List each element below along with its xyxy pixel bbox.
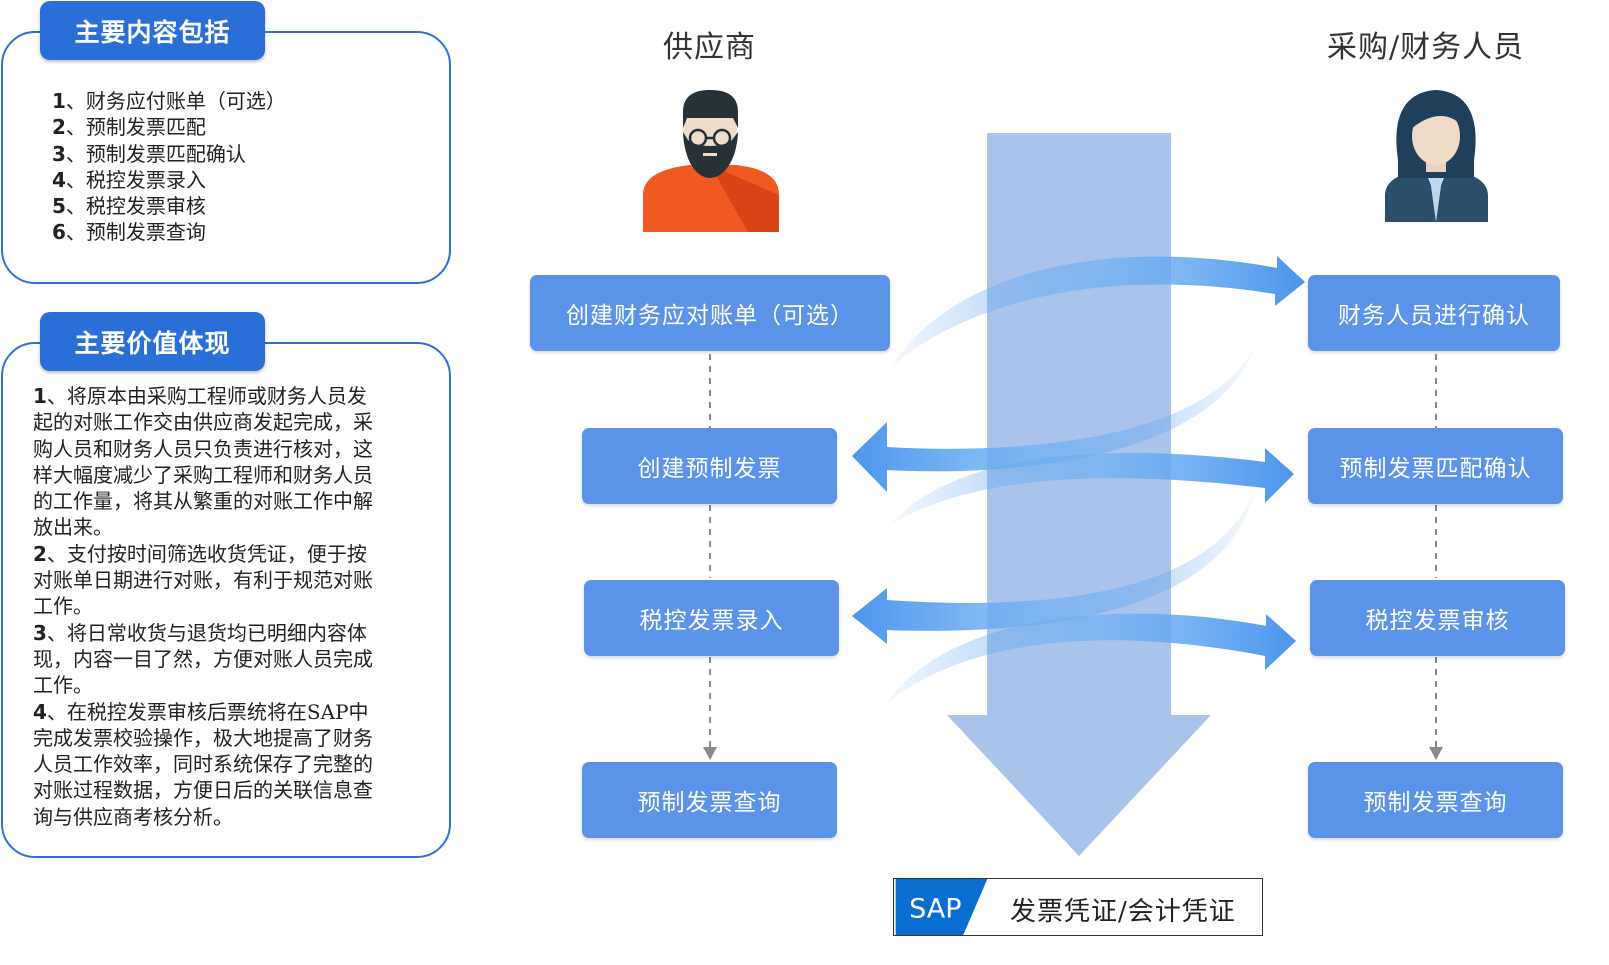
main-content-list: 1、财务应付账单（可选） 2、预制发票匹配 3、预制发票匹配确认 4、税控发票录…: [52, 88, 286, 246]
buyer-role-label: 采购/财务人员: [1327, 30, 1525, 65]
value-line: 4、在税控发票审核后票统将在SAP中: [33, 699, 369, 724]
value-line: 样大幅度减少了采购工程师和财务人员: [33, 462, 373, 487]
bearded-man-avatar-icon: [643, 90, 779, 232]
main-value-panel: [1, 342, 451, 858]
main-value-text: 1、将原本由采购工程师或财务人员发 起的对账工作交由供应商发起完成，采 购人员和…: [33, 383, 429, 830]
buyer-arrowhead: [1429, 747, 1443, 760]
buyer-step-match-confirm[interactable]: 预制发票匹配确认: [1308, 428, 1563, 504]
main-content-title: 主要内容包括: [40, 1, 265, 60]
main-value-title: 主要价值体现: [40, 312, 265, 371]
svg-text:SAP: SAP: [909, 894, 961, 925]
sap-logo: SAP: [895, 879, 988, 935]
value-line: 1、将原本由采购工程师或财务人员发: [33, 384, 367, 408]
swoosh-arrow-to-audit: [885, 613, 1296, 705]
value-line: 的工作量，将其从繁重的对账工作中解: [33, 489, 373, 514]
value-line: 询与供应商考核分析。: [33, 804, 233, 829]
value-line: 2、支付按时间筛选收货凭证，便于按: [33, 541, 367, 566]
value-line: 工作。: [33, 673, 93, 698]
swoosh-arrow-back-to-entry: [852, 488, 1255, 644]
value-line: 放出来。: [33, 515, 113, 540]
list-item: 2、预制发票匹配: [52, 115, 206, 140]
value-line: 起的对账工作交由供应商发起完成，采: [33, 410, 373, 435]
value-line: 工作。: [33, 594, 93, 619]
main-content-panel: [1, 31, 451, 284]
sap-document-box: SAP 发票凭证/会计凭证: [893, 878, 1263, 936]
swoosh-arrow-to-match: [890, 448, 1294, 525]
buyer-step-tax-invoice-audit[interactable]: 税控发票审核: [1310, 580, 1565, 656]
big-down-arrow: [947, 133, 1211, 856]
value-line: 现，内容一目了然，方便对账人员完成: [33, 646, 373, 671]
value-line: 人员工作效率，同时系统保存了完整的: [33, 752, 373, 777]
supplier-step-tax-invoice-entry[interactable]: 税控发票录入: [584, 580, 839, 656]
supplier-arrowhead: [703, 747, 717, 760]
woman-avatar-icon: [1385, 90, 1488, 222]
list-item: 3、预制发票匹配确认: [52, 141, 246, 166]
value-line: 对账单日期进行对账，有利于规范对账: [33, 568, 373, 593]
supplier-step-create-statement[interactable]: 创建财务应对账单（可选）: [530, 275, 890, 351]
list-item: 5、税控发票审核: [52, 194, 206, 219]
swoosh-arrow-back-to-invoice: [852, 345, 1255, 492]
supplier-step-create-invoice[interactable]: 创建预制发票: [582, 428, 837, 504]
list-item: 1、财务应付账单（可选）: [52, 89, 286, 113]
value-line: 购人员和财务人员只负责进行核对，这: [33, 436, 373, 461]
swoosh-arrow-to-confirm: [890, 256, 1305, 368]
sap-document-label: 发票凭证/会计凭证: [1010, 897, 1236, 927]
buyer-step-invoice-query[interactable]: 预制发票查询: [1308, 762, 1563, 838]
value-line: 对账过程数据，方便日后的关联信息查: [33, 778, 373, 803]
list-item: 4、税控发票录入: [52, 167, 206, 192]
list-item: 6、预制发票查询: [52, 220, 206, 245]
buyer-step-finance-confirm[interactable]: 财务人员进行确认: [1308, 275, 1560, 351]
supplier-role-label: 供应商: [663, 30, 756, 65]
value-line: 完成发票校验操作，极大地提高了财务: [33, 725, 373, 750]
value-line: 3、将日常收货与退货均已明细内容体: [33, 620, 367, 645]
supplier-step-invoice-query[interactable]: 预制发票查询: [582, 762, 837, 838]
